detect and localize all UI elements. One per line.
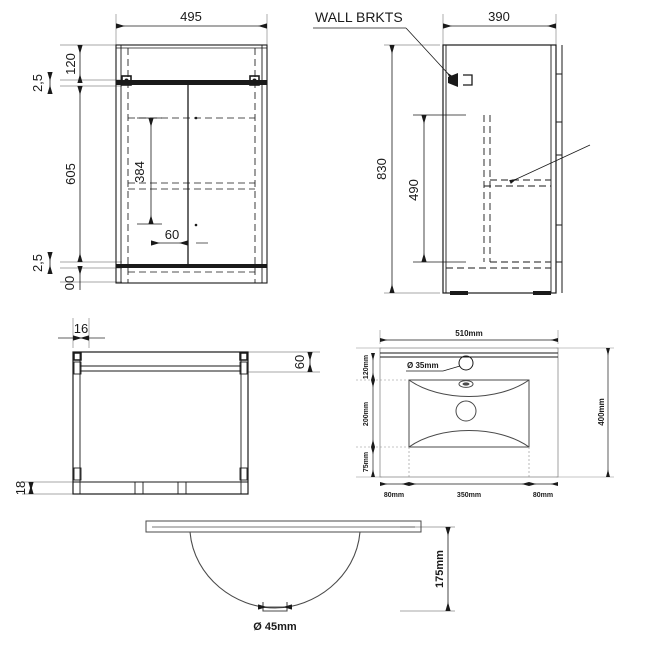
plan-hinge-blocks: [73, 352, 248, 481]
plan-carcass-body: [72, 351, 249, 495]
dim-basin-rear-margin: 120mm: [363, 353, 375, 380]
annotation-wall-brkts: WALL BRKTS: [313, 9, 454, 80]
dim-basin-right-margin-label: 80mm: [533, 492, 553, 499]
basin-hidden-guides: [356, 379, 530, 477]
dim-basin-front-margin: 75mm: [363, 447, 375, 477]
dim-basin-left-margin-label: 80mm: [384, 492, 404, 499]
dim-front-top-gap-label: 2,5: [30, 74, 45, 92]
dim-side-inner-height: 490: [406, 114, 466, 263]
front-hinge-left: [121, 75, 132, 86]
section-slab: [145, 520, 422, 533]
annotation-shelf-leader: [509, 144, 591, 184]
dim-plan-right-offset-label: 60: [292, 355, 307, 369]
dim-front-plinth: 00: [62, 266, 83, 290]
waste-hole: [455, 400, 477, 422]
dim-basin-depth-label: 400mm: [597, 398, 606, 426]
dim-basin-bowl-depth-label: 200mm: [363, 402, 370, 426]
front-cabinet-body: [115, 44, 268, 284]
dim-front-handle-height-label: 384: [132, 161, 147, 183]
dim-basin-left-margin: 80mm: [380, 482, 409, 499]
dim-front-door-height-label: 605: [63, 163, 78, 185]
front-hinge-right: [249, 75, 260, 86]
dim-plan-bottom-thickness-label: 18: [13, 481, 28, 495]
dim-section-waste: Ø 45mm: [253, 604, 297, 633]
dim-side-depth-label: 390: [488, 9, 510, 24]
dim-basin-width-label: 510mm: [455, 329, 483, 338]
dim-front-width: 495: [116, 9, 267, 29]
dim-front-width-label: 495: [180, 9, 202, 24]
dim-front-bottom-gap: 2,5: [30, 252, 53, 274]
dim-side-height: 830: [374, 45, 395, 293]
front-hidden-lines: [127, 48, 256, 283]
view-basin-plan: 510mm 400mm: [356, 329, 614, 499]
dim-plan-left-offset-label: 16: [74, 321, 88, 336]
dim-basin-bowl-width-label: 350mm: [457, 492, 481, 499]
dim-front-top-rail: 120: [63, 45, 83, 83]
view-basin-section: Ø 45mm 175mm: [145, 520, 455, 633]
dim-front-handle-offset-label: 60: [165, 227, 179, 242]
wall-brkts-label: WALL BRKTS: [315, 9, 403, 25]
dim-front-top-rail-label: 120: [63, 53, 78, 75]
dim-basin-width: 510mm: [380, 329, 558, 342]
side-foot-front: [450, 291, 468, 295]
dim-section-height-label: 175mm: [434, 550, 446, 588]
annotation-tap-diameter: Ø 35mm: [406, 361, 461, 372]
dim-section-waste-label: Ø 45mm: [253, 621, 297, 633]
dim-front-top-gap: 2,5: [30, 72, 53, 94]
dim-side-inner-height-label: 490: [406, 179, 421, 201]
basin-bowl: [408, 379, 530, 448]
side-foot-back: [533, 291, 551, 295]
overflow-slot: [458, 380, 474, 388]
tap-hole: [458, 355, 474, 371]
view-front-elevation: 495 120 2,5 605 2,5 00: [30, 9, 268, 290]
dim-basin-right-margin: 80mm: [529, 482, 558, 499]
dim-basin-depth: 400mm: [597, 348, 610, 477]
view-top-plan: 16 60 18: [13, 318, 320, 495]
front-handle-marks: [194, 116, 198, 227]
dim-side-height-label: 830: [374, 158, 389, 180]
dim-side-depth: 390: [443, 9, 556, 29]
front-extension-lines: [60, 14, 268, 283]
side-cabinet-body: [442, 44, 563, 295]
tap-diameter-label: Ø 35mm: [407, 361, 439, 370]
dim-plan-right-offset: 60: [292, 352, 313, 372]
dim-front-door-height: 605: [63, 86, 83, 262]
dim-plan-bottom-thickness: 18: [13, 481, 34, 495]
dim-basin-rear-margin-label: 120mm: [363, 355, 370, 379]
dim-basin-bowl-width: 350mm: [409, 482, 529, 499]
dim-front-plinth-label: 00: [62, 276, 77, 290]
view-side-elevation: 390 830 490: [313, 9, 591, 295]
dim-basin-bowl-depth: 200mm: [363, 380, 375, 447]
dim-section-height: 175mm: [434, 527, 451, 611]
dim-front-handle-offset: 60: [151, 227, 208, 246]
dim-front-handle-height: 384: [132, 117, 162, 225]
dim-front-bottom-gap-label: 2,5: [30, 254, 45, 272]
dim-basin-front-margin-label: 75mm: [363, 452, 370, 472]
side-hidden-lines: [446, 115, 551, 269]
dim-plan-left-offset: 16: [58, 321, 105, 341]
